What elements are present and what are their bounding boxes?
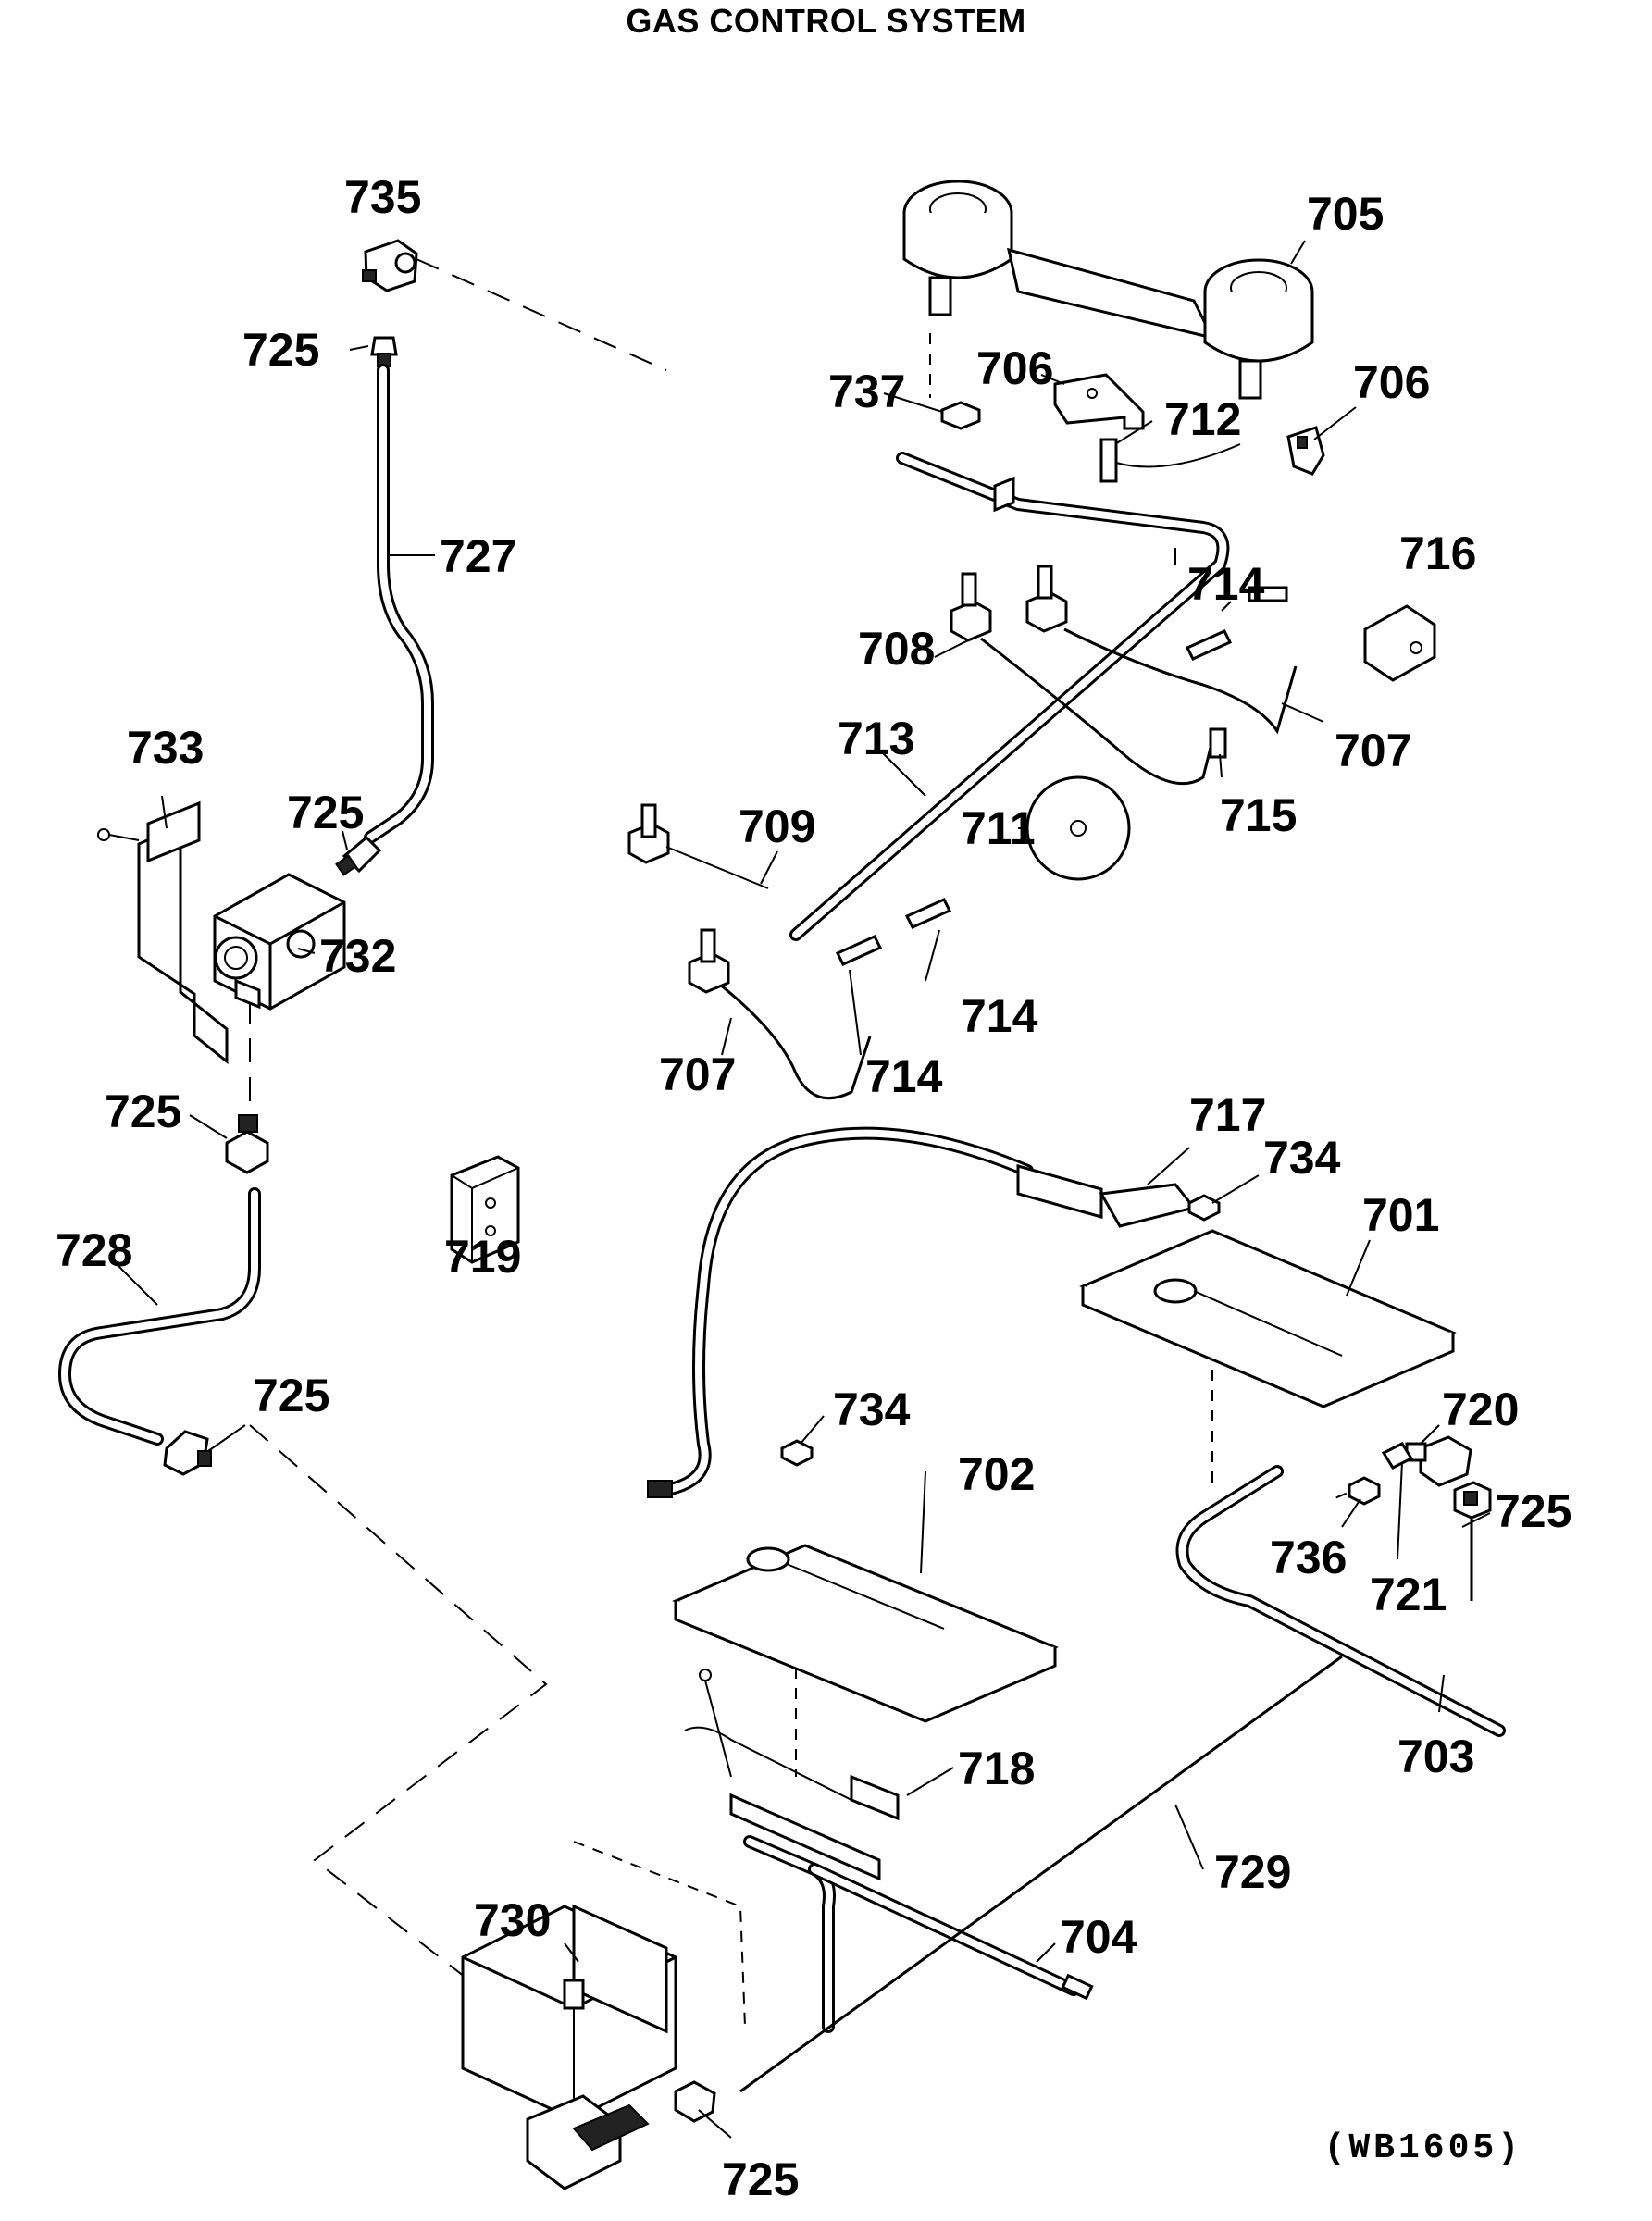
part-718-ignitor-bracket <box>684 1669 900 1881</box>
part-711-disk <box>1025 775 1131 881</box>
label-715: 715 <box>1220 789 1297 841</box>
label-701: 701 <box>1362 1189 1439 1241</box>
label-732: 732 <box>319 930 396 982</box>
part-725-fitting-mid <box>335 835 382 876</box>
part-720-elbow <box>1405 1435 1472 1487</box>
part-733-bracket <box>97 800 229 1065</box>
label-719: 719 <box>444 1231 521 1283</box>
label-721: 721 <box>1370 1569 1447 1620</box>
label-734-a: 734 <box>1263 1132 1341 1184</box>
part-706-clip <box>1286 426 1325 476</box>
label-717: 717 <box>1189 1089 1266 1141</box>
drawing-code: (WB1605) <box>1323 2128 1522 2168</box>
part-712-electrode-wire <box>1099 438 1241 483</box>
part-717-ignitor-cable <box>647 1126 1197 1498</box>
part-737-nut <box>940 401 981 430</box>
part-732-pressure-regulator <box>213 873 346 1011</box>
label-735: 735 <box>344 171 421 223</box>
part-721-fitting <box>1381 1442 1414 1470</box>
part-725-fitting-right <box>1453 1481 1492 1520</box>
label-729: 729 <box>1214 1846 1291 1898</box>
part-725-fitting-top <box>370 336 398 367</box>
part-714-orifice-holders <box>835 586 1288 966</box>
part-729-long-tube <box>739 1655 1343 2093</box>
label-725-a: 725 <box>242 324 319 376</box>
label-706-b: 706 <box>1353 356 1430 408</box>
label-704: 704 <box>1060 1911 1137 1963</box>
part-725-fitting-left <box>163 1430 212 1476</box>
part-736-nut <box>1348 1476 1381 1506</box>
part-707-pilot-tubes <box>702 627 1298 1100</box>
part-709-valve <box>627 803 769 889</box>
label-733: 733 <box>127 722 204 774</box>
part-706-bracket <box>1053 373 1145 430</box>
label-714-b: 714 <box>961 990 1038 1042</box>
label-713: 713 <box>838 713 914 764</box>
label-712: 712 <box>1164 393 1241 445</box>
part-719-spark-module <box>450 1155 520 1264</box>
part-735-elbow <box>362 239 418 292</box>
label-734-b: 734 <box>833 1383 911 1435</box>
part-labels: 735 725 727 733 725 732 725 728 719 725 … <box>56 171 1571 2205</box>
label-730: 730 <box>474 1894 551 1946</box>
part-701-oven-burner <box>1079 1229 1457 1408</box>
part-705-top-burners <box>902 180 1314 400</box>
part-728-gas-tube <box>58 1187 261 1446</box>
part-725-fitting-lower <box>225 1114 269 1174</box>
label-736: 736 <box>1270 1532 1347 1583</box>
part-716-bracket <box>1363 604 1436 682</box>
part-702-broil-burner <box>672 1544 1059 1723</box>
part-703-burner-pipe <box>1175 1465 1506 1737</box>
part-727-gas-tube <box>364 364 434 844</box>
label-703: 703 <box>1397 1731 1474 1782</box>
label-737: 737 <box>828 366 905 417</box>
part-730-gas-valve <box>461 1904 716 2190</box>
label-711: 711 <box>961 802 1036 854</box>
label-714-a: 714 <box>1187 558 1265 610</box>
part-708-valves <box>950 565 1068 642</box>
part-715-fitting <box>1209 727 1227 759</box>
label-725-e: 725 <box>1495 1485 1571 1537</box>
part-734-nut-lower <box>780 1439 814 1467</box>
label-720: 720 <box>1442 1383 1519 1435</box>
label-709: 709 <box>739 800 815 852</box>
label-702: 702 <box>958 1448 1035 1500</box>
label-728: 728 <box>56 1224 132 1276</box>
label-708: 708 <box>858 623 935 675</box>
page-title: GAS CONTROL SYSTEM <box>626 2 1026 40</box>
label-706-a: 706 <box>976 342 1053 394</box>
label-718: 718 <box>958 1743 1035 1794</box>
label-725-c: 725 <box>105 1086 181 1137</box>
label-707-b: 707 <box>659 1048 736 1100</box>
label-714-c: 714 <box>865 1050 943 1102</box>
part-704-burner-pipe <box>743 1835 1094 2033</box>
leader-lines <box>110 240 1491 2139</box>
part-734-nut-upper <box>1187 1194 1221 1222</box>
part-713-manifold-pipe <box>789 452 1230 941</box>
label-705: 705 <box>1307 188 1384 240</box>
label-727: 727 <box>440 530 516 582</box>
label-707-a: 707 <box>1335 725 1411 776</box>
part-707-lower-valve <box>688 928 730 994</box>
label-725-b: 725 <box>287 787 364 838</box>
label-725-d: 725 <box>253 1370 329 1421</box>
label-725-f: 725 <box>722 2153 799 2205</box>
label-716: 716 <box>1399 527 1476 579</box>
